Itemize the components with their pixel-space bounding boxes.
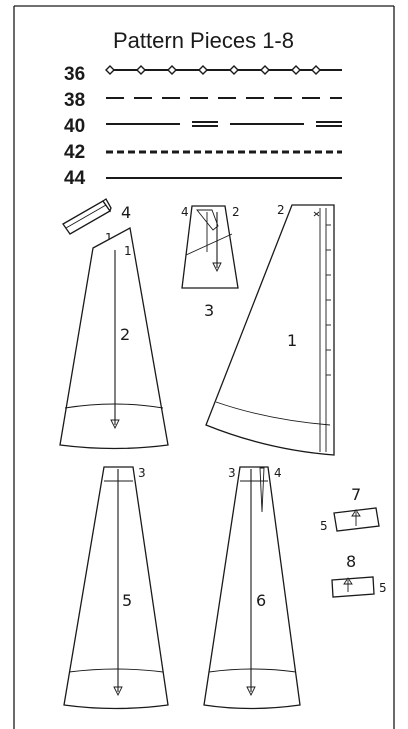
legend-size-label: 36 [64, 64, 85, 85]
sheet-title: Pattern Pieces 1-8 [113, 28, 294, 53]
piece-4: 4 1 [62, 198, 131, 245]
piece-7: 7 5 [320, 485, 380, 533]
piece-7-mark: 5 [320, 519, 328, 533]
piece-5: 5 3 [63, 466, 169, 710]
legend-size-label: 42 [64, 142, 85, 163]
piece-1-mark: 2 [277, 203, 285, 217]
piece-3-mark-right: 2 [232, 205, 240, 219]
piece-3-mark-left: 4 [181, 205, 189, 219]
legend-size-label: 38 [64, 90, 85, 111]
piece-7-number: 7 [351, 485, 361, 504]
piece-5-number: 5 [122, 591, 132, 610]
piece-6-mark-left: 3 [228, 466, 236, 480]
piece-3-number: 3 [204, 301, 214, 320]
piece-4-mark: 1 [105, 231, 113, 245]
piece-2: 2 1 [59, 226, 169, 450]
piece-6-mark-right: 4 [274, 466, 282, 480]
legend-diamonds [105, 65, 321, 75]
piece-6: 6 3 4 [203, 466, 301, 710]
piece-2-mark: 1 [124, 244, 132, 258]
legend-line-dash-dot [106, 121, 342, 127]
legend-size-label: 44 [64, 168, 86, 189]
legend-size-label: 40 [64, 116, 85, 137]
piece-8: 8 5 [331, 552, 387, 598]
piece-1: 1 2 [205, 203, 335, 456]
piece-3: 3 4 2 [181, 205, 240, 320]
piece-5-mark: 3 [138, 466, 146, 480]
piece-8-number: 8 [346, 552, 356, 571]
piece-8-mark: 5 [379, 581, 387, 595]
piece-4-number: 4 [121, 203, 131, 222]
size-legend: 36 38 40 42 44 [64, 64, 342, 189]
piece-2-number: 2 [120, 325, 130, 344]
piece-1-number: 1 [287, 331, 297, 350]
piece-6-number: 6 [256, 591, 266, 610]
